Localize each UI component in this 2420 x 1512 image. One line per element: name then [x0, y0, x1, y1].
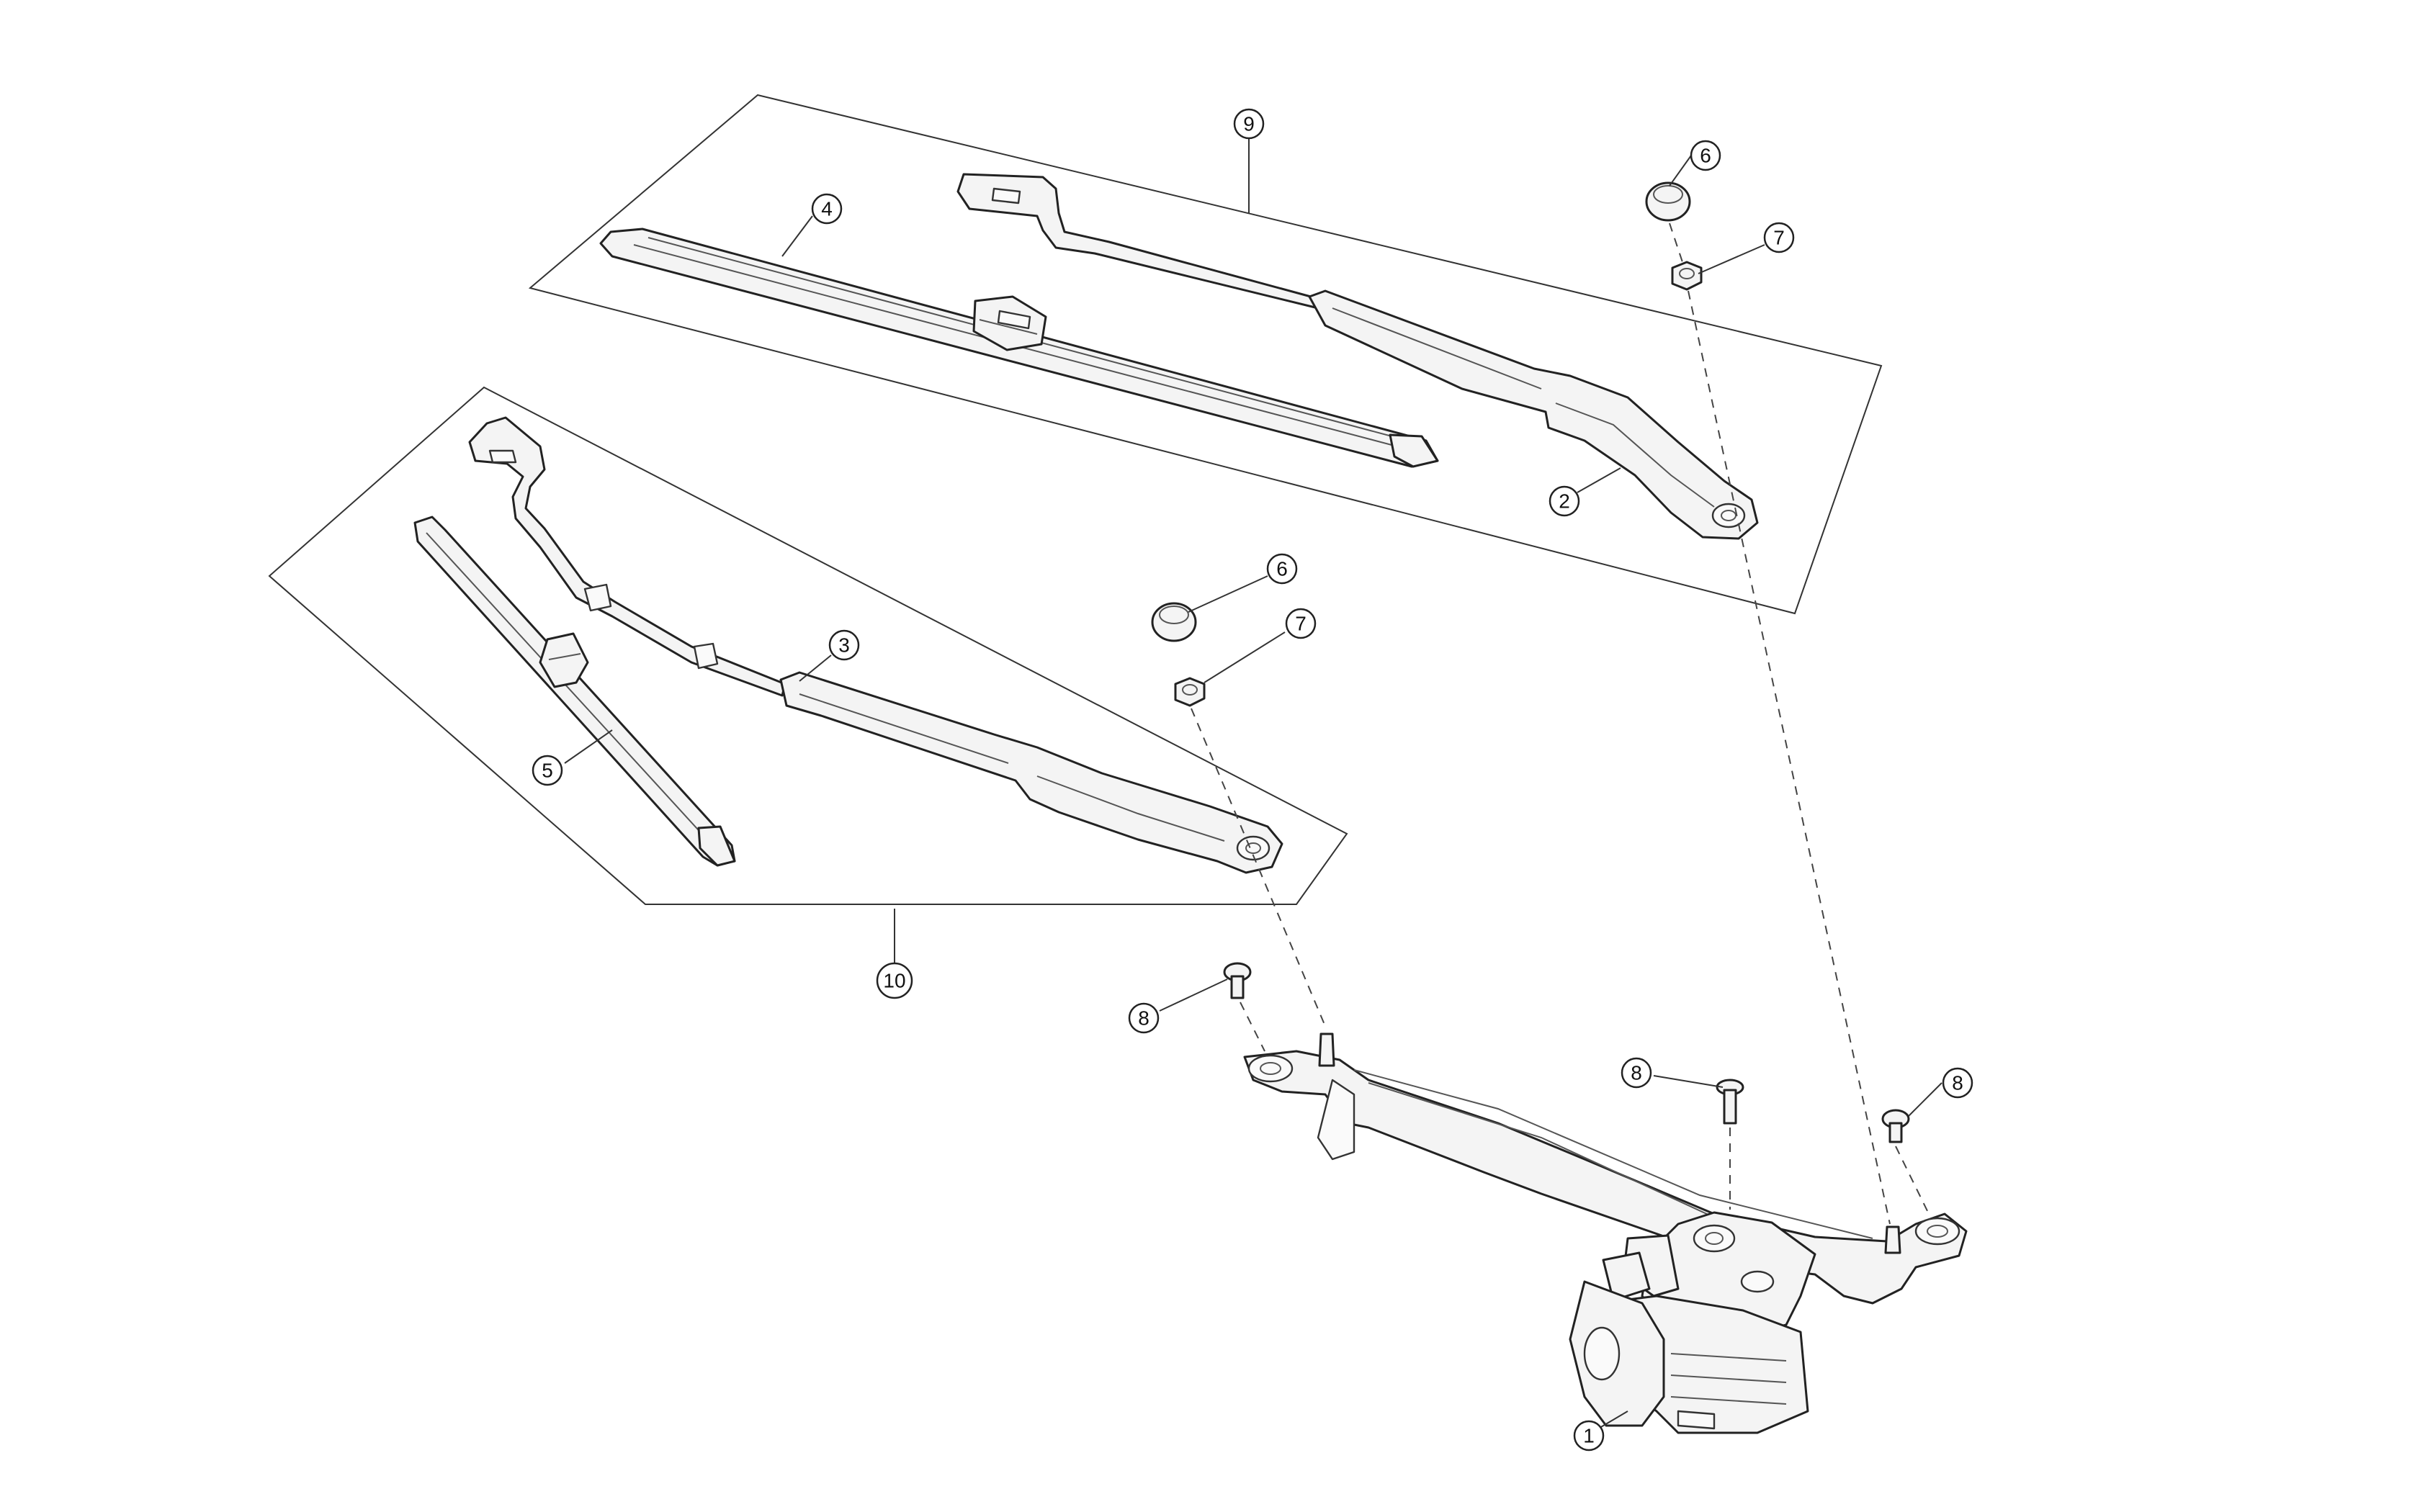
upper-wiper-blade: [599, 228, 1439, 468]
callout-7-upper: 7: [1763, 222, 1795, 253]
callout-10: 10: [876, 962, 913, 999]
callout-8-center: 8: [1621, 1057, 1652, 1089]
callout-7-upper-label: 7: [1773, 227, 1785, 249]
callout-8-center-label: 8: [1631, 1062, 1642, 1084]
callout-7-lower-label: 7: [1295, 613, 1307, 635]
callout-8-left-label: 8: [1138, 1007, 1150, 1030]
callout-8-right: 8: [1942, 1067, 1973, 1099]
callout-2-label: 2: [1559, 490, 1570, 513]
callout-3-label: 3: [838, 634, 850, 657]
callout-8-right-label: 8: [1952, 1072, 1963, 1094]
callout-5: 5: [532, 755, 563, 786]
bolt-left: [1223, 962, 1252, 999]
lower-wiper-arm: [468, 416, 1283, 874]
frame-lower-assembly: [268, 386, 1348, 905]
callout-9-label: 9: [1243, 113, 1255, 135]
callout-6-lower-label: 6: [1276, 558, 1288, 580]
bolt-center: [1716, 1079, 1744, 1125]
callout-9: 9: [1233, 108, 1265, 140]
lower-wiper-blade: [413, 516, 736, 867]
nut-upper: [1671, 261, 1703, 291]
callout-4: 4: [811, 193, 843, 225]
leader-lines: [564, 124, 1942, 1431]
cap-lower: [1151, 602, 1197, 642]
callout-3: 3: [828, 629, 860, 661]
callout-5-label: 5: [542, 760, 553, 782]
callout-6-upper-label: 6: [1700, 145, 1711, 167]
callout-8-left: 8: [1128, 1002, 1160, 1034]
callout-4-label: 4: [821, 198, 833, 220]
callout-2: 2: [1549, 485, 1580, 517]
callout-1: 1: [1573, 1420, 1605, 1452]
callout-1-label: 1: [1583, 1425, 1595, 1447]
wiper-motor-linkage: [1243, 1032, 1968, 1434]
nut-lower: [1174, 677, 1206, 707]
cap-upper: [1645, 181, 1691, 222]
assembly-axes: [1191, 222, 1931, 1225]
callout-6-upper: 6: [1690, 140, 1721, 171]
bolt-right: [1881, 1109, 1910, 1143]
frame-upper-assembly: [528, 94, 1883, 615]
upper-wiper-arm: [956, 173, 1759, 540]
callout-7-lower: 7: [1285, 608, 1317, 639]
callout-6-lower: 6: [1266, 553, 1298, 585]
callout-10-label: 10: [883, 970, 905, 992]
